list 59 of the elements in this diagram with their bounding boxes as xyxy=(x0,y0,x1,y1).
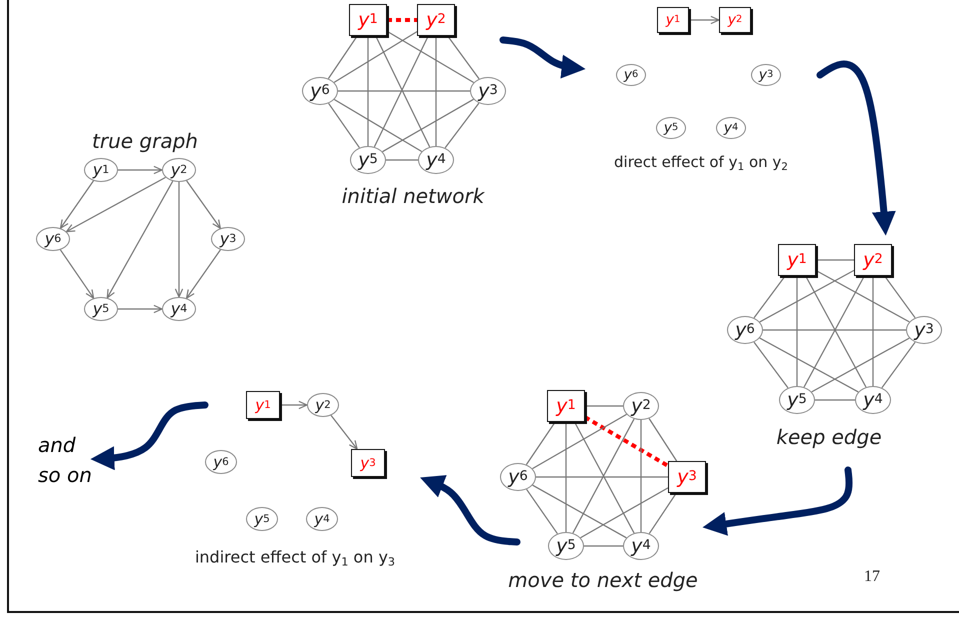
panel-caption: initial network xyxy=(342,184,484,208)
edge-line xyxy=(526,422,556,465)
edge-line xyxy=(648,492,677,534)
edge-line xyxy=(532,414,627,470)
note-text: and so on xyxy=(38,429,100,491)
edge-line xyxy=(816,259,854,261)
edge-line xyxy=(382,98,474,152)
panel-caption: true graph xyxy=(92,129,198,153)
edge-line xyxy=(565,422,567,532)
edge-line xyxy=(759,270,854,322)
edge-line xyxy=(447,36,480,80)
panel-caption: indirect effect of y$_{1}$ on y$_{3}$ xyxy=(194,548,396,568)
edge-line xyxy=(881,342,916,388)
edge-line xyxy=(754,276,786,318)
arrow xyxy=(330,415,358,450)
edge-line xyxy=(367,36,369,146)
edge-line xyxy=(763,329,906,331)
edge-line xyxy=(754,342,788,388)
arrow xyxy=(118,304,163,314)
edge-line xyxy=(338,90,470,92)
edge-line xyxy=(386,30,474,84)
edge-line xyxy=(584,545,623,547)
edge-line xyxy=(816,270,910,322)
edge-line xyxy=(387,18,417,22)
arrow xyxy=(106,180,174,298)
panel-caption: direct effect of y$_{1}$ on y$_{2}$ xyxy=(614,153,788,173)
edge-line xyxy=(580,487,668,538)
edge-line xyxy=(811,338,910,392)
edge-line xyxy=(334,98,422,152)
edge-line xyxy=(884,276,916,318)
arrow xyxy=(186,249,221,299)
page-number: 17 xyxy=(864,568,880,586)
edge-line xyxy=(386,159,418,161)
arrow xyxy=(60,249,94,299)
arrow xyxy=(60,180,94,229)
edge-line xyxy=(536,476,668,478)
edge-line xyxy=(435,36,437,146)
edge-line xyxy=(640,420,642,532)
edge-line xyxy=(759,338,859,392)
edge-line xyxy=(796,276,798,386)
edge-line xyxy=(526,488,558,534)
panel-caption: move to next edge xyxy=(508,568,698,592)
flow-arrow xyxy=(90,402,208,470)
arrow xyxy=(174,182,184,298)
edge-line xyxy=(648,418,678,462)
edge-line xyxy=(532,484,627,538)
edge-line xyxy=(334,31,418,83)
arrow xyxy=(280,400,308,410)
edge-line xyxy=(444,102,480,148)
arrow xyxy=(66,176,166,232)
edge-line xyxy=(585,405,623,407)
panel-caption: keep edge xyxy=(776,425,882,449)
arrow xyxy=(118,166,163,174)
edge-line xyxy=(328,36,358,79)
arrow xyxy=(689,16,720,24)
arrow xyxy=(186,180,221,229)
edge-line xyxy=(328,102,360,148)
edge-line xyxy=(815,399,855,401)
edge-line xyxy=(872,276,874,386)
